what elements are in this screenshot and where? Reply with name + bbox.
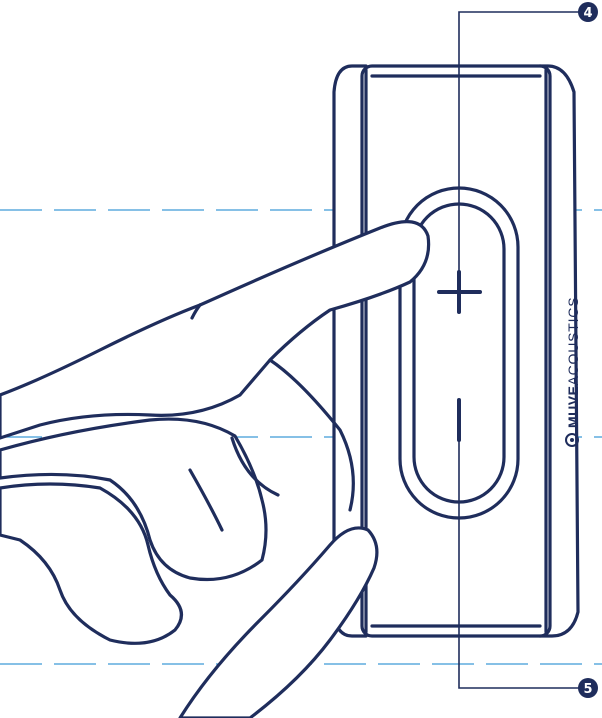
muve-logo-icon-dot <box>570 438 574 442</box>
callout-4-line <box>458 11 584 272</box>
volume-up-button[interactable]: + <box>437 270 482 314</box>
brand-name-bold: MUVE <box>565 386 581 428</box>
palm-edge <box>268 358 355 512</box>
callout-4: 4 <box>458 2 598 272</box>
svg-text:MUVEACOUSTICS: MUVEACOUSTICS <box>565 297 581 428</box>
brand-mark: MUVEACOUSTICS <box>565 297 581 447</box>
callout-5-number: 5 <box>583 682 592 697</box>
volume-down-button[interactable]: − <box>457 398 461 442</box>
hand-illustration <box>0 220 431 718</box>
callout-4-number: 4 <box>583 6 592 21</box>
volume-button-pill <box>398 186 520 520</box>
callout-5: 5 <box>458 440 598 698</box>
callout-4-badge <box>578 2 598 22</box>
callout-5-badge <box>578 678 598 698</box>
callout-5-line <box>458 440 584 689</box>
muve-logo-icon <box>565 433 579 447</box>
knuckle-line-2 <box>188 468 224 532</box>
ring-finger <box>0 482 183 645</box>
thumb <box>178 526 379 718</box>
middle-finger <box>0 417 268 582</box>
knuckle-line-1 <box>230 436 280 497</box>
index-finger-crease <box>190 303 202 320</box>
index-finger <box>0 220 431 440</box>
brand-name-light: ACOUSTICS <box>565 297 581 386</box>
